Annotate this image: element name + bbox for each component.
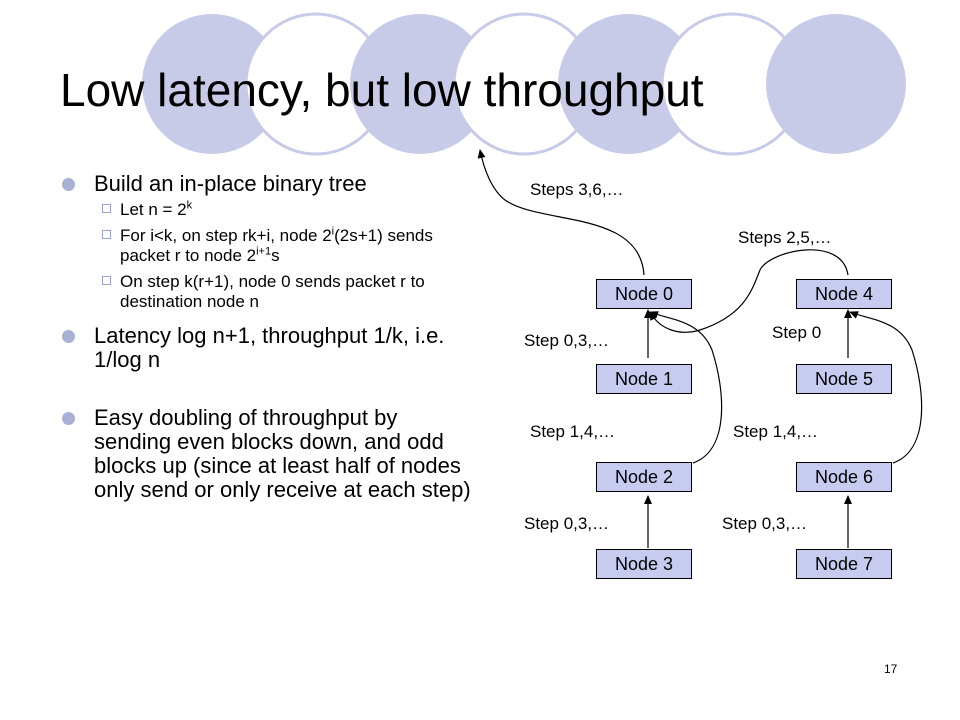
label-steps-2-5: Steps 2,5,…: [738, 228, 832, 247]
page-number: 17: [884, 662, 898, 676]
deco-circle-7: [766, 14, 906, 154]
sub-item-let-n: Let n = 2k: [94, 200, 480, 220]
arrow-node0-to-destination: [477, 149, 645, 276]
label-step-0: Step 0: [772, 323, 822, 342]
bullet-text: Build an in-place binary tree: [94, 171, 367, 196]
arrow-node4-to-node0: [649, 249, 849, 333]
deco-circle-3: [350, 14, 490, 154]
bullet-icon: [62, 330, 75, 343]
bullet-doubling: Easy doubling of throughput by sending e…: [60, 406, 480, 502]
node-2: Node 2: [596, 462, 692, 492]
node-3: Node 3: [596, 549, 692, 579]
node-7: Node 7: [796, 549, 892, 579]
square-bullet-icon: [102, 204, 111, 213]
sub-list: Let n = 2k For i<k, on step rk+i, node 2…: [94, 200, 480, 312]
node-5: Node 5: [796, 364, 892, 394]
superscript: k: [186, 199, 193, 212]
node-4: Node 4: [796, 279, 892, 309]
label-step-1-4-left: Step 1,4,…: [530, 422, 616, 441]
sub-item-on-step: On step k(r+1), node 0 sends packet r to…: [94, 272, 480, 312]
bullet-icon: [62, 178, 75, 191]
node-1: Node 1: [596, 364, 692, 394]
deco-circle-5: [558, 14, 698, 154]
bullet-build-tree: Build an in-place binary tree Let n = 2k…: [60, 172, 480, 312]
arrow-node2-to-node0: [649, 311, 723, 464]
node-0: Node 0: [596, 279, 692, 309]
arrow-node6-to-node4: [849, 311, 923, 464]
label-steps-3-6: Steps 3,6,…: [530, 180, 624, 199]
label-step-0-3-bottom-right: Step 0,3,…: [722, 514, 808, 533]
sub-item-text: Let n = 2: [120, 200, 187, 219]
bullet-text: Easy doubling of throughput by sending e…: [94, 405, 471, 502]
superscript: i+1: [256, 245, 272, 258]
bullet-icon: [62, 412, 75, 425]
bullet-list: Build an in-place binary tree Let n = 2k…: [60, 172, 480, 502]
deco-circle-1: [142, 14, 282, 154]
sub-item-text-end: s: [271, 246, 280, 265]
bullet-latency: Latency log n+1, throughput 1/k, i.e. 1/…: [60, 324, 480, 372]
sub-item-text: For i<k, on step rk+i, node 2: [120, 226, 332, 245]
slide-title: Low latency, but low throughput: [60, 64, 704, 116]
bullet-text: Latency log n+1, throughput 1/k, i.e. 1/…: [94, 323, 445, 372]
label-step-0-3-bottom-left: Step 0,3,…: [524, 514, 610, 533]
node-6: Node 6: [796, 462, 892, 492]
label-step-0-3-top-left: Step 0,3,…: [524, 331, 610, 350]
sub-item-for-i: For i<k, on step rk+i, node 2i(2s+1) sen…: [94, 226, 480, 266]
sub-item-text-cont: (2s+1) sends packet r to node 2: [120, 226, 433, 265]
superscript: i: [331, 225, 335, 238]
square-bullet-icon: [102, 230, 111, 239]
sub-item-text: On step k(r+1), node 0 sends packet r to…: [120, 272, 425, 311]
label-step-1-4-right: Step 1,4,…: [733, 422, 819, 441]
square-bullet-icon: [102, 276, 111, 285]
